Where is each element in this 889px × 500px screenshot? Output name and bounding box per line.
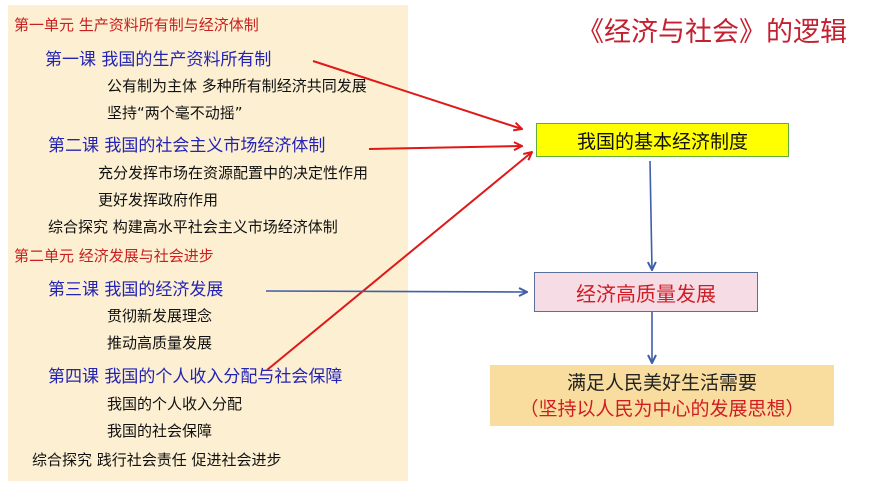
arrow-lesson4-to-basic-system [266,152,532,371]
lesson-4-topic-2: 我国的社会保障 [107,422,213,440]
arrow-lesson1-to-basic-system [312,60,522,129]
high-quality-development-label: 经济高质量发展 [576,281,716,306]
arrow-lesson2-to-basic-system [368,146,522,149]
arrow-system-to-development [650,160,652,270]
high-quality-development-box: 经济高质量发展 [534,272,758,312]
lesson-1-heading: 第一课 我国的生产资料所有制 [45,50,272,70]
people-needs-box: 满足人民美好生活需要 （坚持以人民为中心的发展思想） [490,365,834,426]
unit-2-heading: 第二单元 经济发展与社会进步 [14,247,214,265]
lesson-2-topic-2: 更好发挥政府作用 [98,191,219,209]
unit-2-inquiry: 综合探究 践行社会责任 促进社会进步 [32,451,282,469]
people-needs-label: 满足人民美好生活需要 [566,371,757,394]
lesson-3-topic-2: 推动高质量发展 [107,334,213,352]
lesson-3-topic-1: 贯彻新发展理念 [107,307,213,325]
lesson-1-topic-1: 公有制为主体 多种所有制经济共同发展 [107,77,367,95]
arrow-lesson3-to-development [265,291,527,292]
page-title: 《经济与社会》的逻辑 [577,17,847,48]
lesson-4-heading: 第四课 我国的个人收入分配与社会保障 [48,367,343,387]
people-centered-label: （坚持以人民为中心的发展思想） [519,397,805,420]
lesson-4-topic-1: 我国的个人收入分配 [107,395,243,413]
unit-1-inquiry: 综合探究 构建高水平社会主义市场经济体制 [48,218,338,236]
lesson-3-heading: 第三课 我国的经济发展 [48,280,224,300]
lesson-2-heading: 第二课 我国的社会主义市场经济体制 [48,136,326,156]
basic-economic-system-label: 我国的基本经济制度 [576,130,748,153]
basic-economic-system-box: 我国的基本经济制度 [536,123,789,157]
unit-1-heading: 第一单元 生产资料所有制与经济体制 [14,16,259,34]
lesson-2-topic-1: 充分发挥市场在资源配置中的决定性作用 [98,164,369,182]
lesson-1-topic-2: 坚持“两个毫不动摇” [107,104,243,122]
outline-panel [8,5,408,481]
